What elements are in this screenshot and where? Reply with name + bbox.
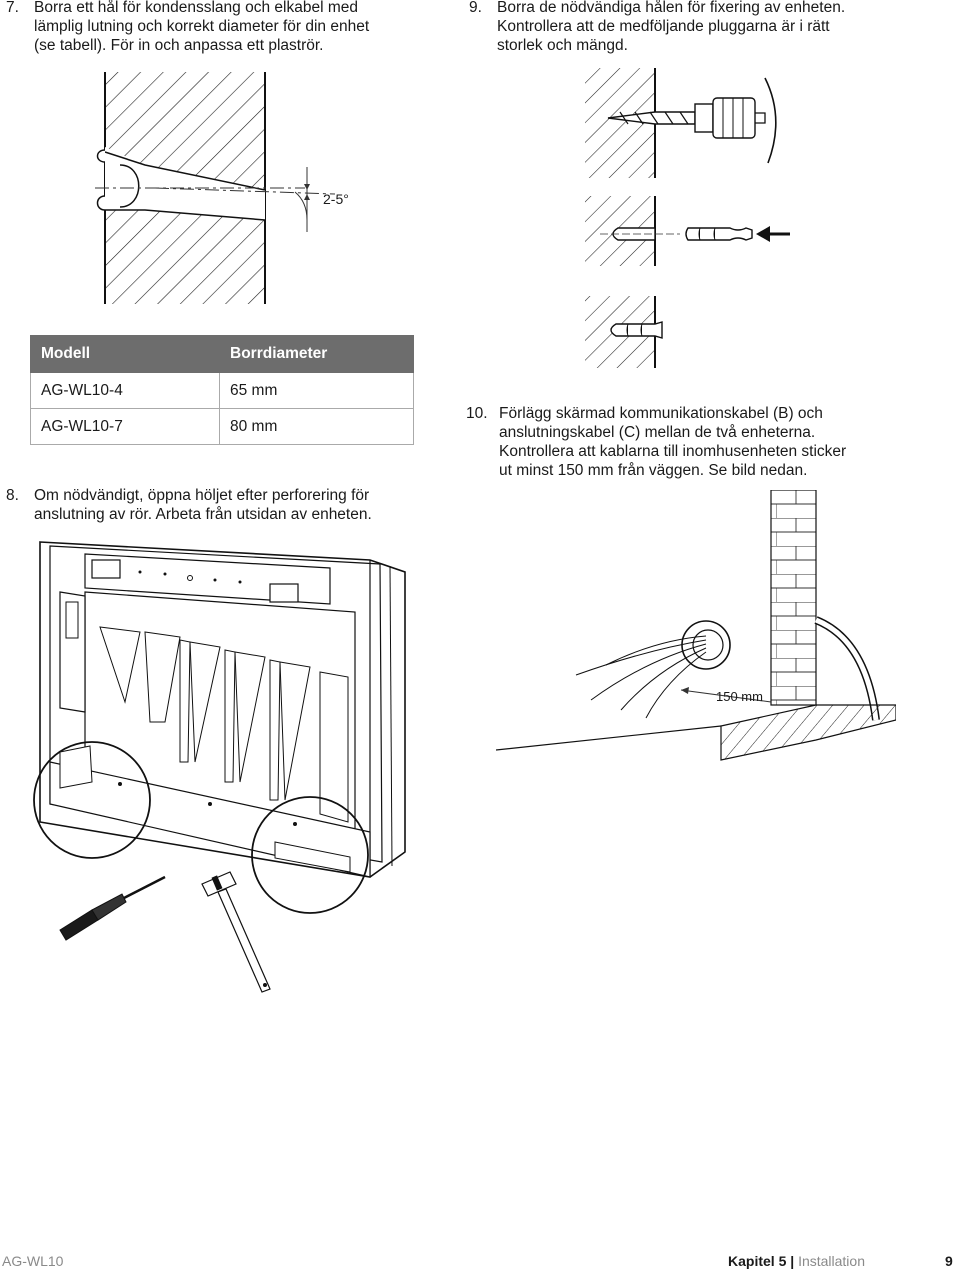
table-cell: 80 mm: [219, 408, 414, 445]
step-text-line: Borra ett hål för kondensslang och elkab…: [34, 0, 358, 16]
step-10: 10. Förlägg skärmad kommunikationskabel …: [466, 404, 906, 484]
table-cell: AG-WL10-7: [30, 408, 220, 445]
step-9: 9. Borra de nödvändiga hålen för fixerin…: [469, 0, 909, 58]
drill-plug-figure: [585, 68, 790, 368]
table-cell: 65 mm: [219, 372, 414, 409]
table-row: AG-WL10-7 80 mm: [30, 408, 414, 445]
footer-product-name: AG-WL10: [2, 1253, 64, 1269]
step-number: 10.: [466, 405, 488, 422]
step-text-line: (se tabell). För in och anpassa ett plas…: [34, 37, 324, 54]
step-text-line: anslutning av rör. Arbeta från utsidan a…: [34, 506, 372, 523]
step-number: 9.: [469, 0, 482, 16]
drill-diameter-table: Modell Borrdiameter AG-WL10-4 65 mm AG-W…: [30, 335, 414, 445]
step-text-line: storlek och mängd.: [497, 37, 628, 54]
footer-product: AG-WL10: [2, 1253, 63, 1269]
step-7: 7. Borra ett hål för kondensslang och el…: [6, 0, 446, 58]
footer-page-number: 9: [945, 1253, 953, 1269]
step-text-line: anslutningskabel (C) mellan de två enhet…: [499, 424, 816, 441]
step-8: 8. Om nödvändigt, öppna höljet efter per…: [6, 486, 446, 526]
step-text-line: Borra de nödvändiga hålen för fixering a…: [497, 0, 846, 16]
slope-label: 2-5°: [323, 191, 349, 207]
wall-cable-figure: 150 mm: [496, 490, 896, 761]
step-text-line: ut minst 150 mm från väggen. Se bild ned…: [499, 462, 808, 479]
step-text-line: Kontrollera att de medföljande pluggarna…: [497, 18, 830, 35]
footer-section-name: Installation: [798, 1253, 865, 1269]
footer-chapter: Kapitel 5 | Installation: [728, 1253, 865, 1269]
wall-drill-slope-figure: 2-5°: [95, 72, 349, 304]
table-row: AG-WL10-4 65 mm: [30, 372, 414, 409]
step-text-line: lämplig lutning och korrekt diameter för…: [34, 18, 370, 35]
unit-housing-figure: [33, 541, 406, 993]
step-text-line: Förlägg skärmad kommunikationskabel (B) …: [499, 405, 823, 422]
table-header-row: Modell Borrdiameter: [30, 335, 414, 373]
footer-separator: |: [790, 1253, 795, 1269]
step-number: 8.: [6, 487, 19, 504]
table-cell: AG-WL10-4: [30, 372, 220, 409]
step-number: 7.: [6, 0, 19, 16]
step-text-line: Kontrollera att kablarna till inomhusenh…: [499, 443, 847, 460]
footer-chapter-name: Kapitel 5: [728, 1253, 787, 1269]
column-header-diameter: Borrdiameter: [219, 335, 414, 373]
column-header-model: Modell: [30, 335, 220, 373]
page-number: 9: [945, 1253, 953, 1269]
step-text-line: Om nödvändigt, öppna höljet efter perfor…: [34, 487, 370, 504]
distance-label: 150 mm: [716, 689, 763, 704]
